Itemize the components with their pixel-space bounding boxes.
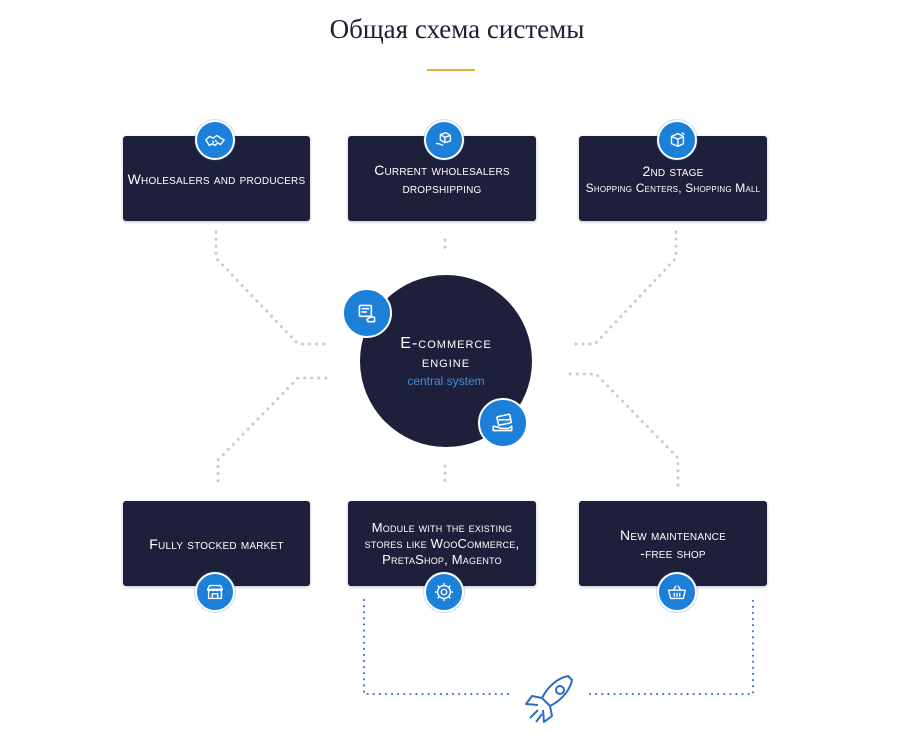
engine-title-line2: engine [421,354,471,371]
box-label: 2nd stage [642,162,704,179]
connector-bottom-left [216,376,328,488]
engine-title-line1: E-commerce [400,335,492,352]
box-module-existing-stores: Module with the existing stores like Woo… [348,501,536,586]
box-sublabel: Shopping Centers, Shopping Mall [585,180,761,195]
box-sublabel: dropshipping [402,179,482,196]
box-new-maintenance-free: New maintenance -free shop [579,501,767,586]
connector-top-right [568,230,678,346]
package-icon [657,120,697,160]
connector-bottom-right [568,372,680,488]
connector-bottom-loop-left [363,599,513,695]
box-label-line3: PretaShop, Magento [382,551,502,567]
engine-subtitle: central system [407,374,485,388]
storefront-icon [195,572,235,612]
title-underline [427,69,475,71]
basket-icon [657,572,697,612]
page-title: Общая схема системы [329,14,585,44]
cards-hand-icon [478,398,528,448]
connector-top-left [214,230,328,346]
box-label-line2: stores like WooCommerce, [364,535,520,551]
cart-hand-icon [342,288,392,338]
box-fully-stocked-market: Fully stocked market [123,501,310,586]
connector-bottom-loop-right [589,599,754,695]
box-hand-icon [424,120,464,160]
box-sublabel: -free shop [640,544,706,561]
box-label: Current wholesalers [374,161,510,178]
handshake-icon [195,120,235,160]
rocket-icon [518,672,588,728]
box-label: Module with the existing [371,519,513,535]
box-label: Fully stocked market [149,535,284,552]
gear-icon [424,572,464,612]
box-label: Wholesalers and producers [127,170,306,187]
box-label: New maintenance [620,526,726,543]
